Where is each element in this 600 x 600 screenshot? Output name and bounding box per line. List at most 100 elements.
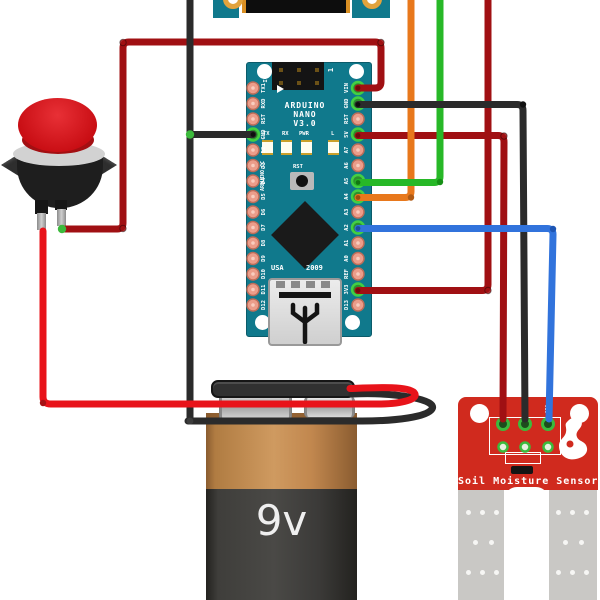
pin-label-A3: A3 [344, 209, 350, 216]
pushbutton-leg [57, 209, 66, 226]
pin-center [251, 272, 255, 276]
sparkfun-flame-icon [559, 417, 588, 460]
gold-hole-icon [223, 0, 243, 9]
pin-label-D9: D9 [261, 255, 267, 262]
sensor-pad[interactable] [542, 441, 554, 453]
rx-led [281, 140, 292, 155]
battery-body-lower [206, 489, 357, 600]
pin-label-RST: RST [344, 113, 350, 124]
pin-center [356, 117, 360, 121]
led-label-tx: TX [263, 131, 270, 137]
sensor-title: Soil Moisture Sensor [458, 476, 599, 487]
wire-5v-to-sensor-vcc[interactable] [354, 132, 508, 423]
top-module-right-tab [352, 0, 390, 18]
sensor-component [511, 466, 533, 474]
pin-center [251, 179, 255, 183]
pin-label-A2: A2 [344, 224, 350, 231]
mount-hole-icon [349, 64, 364, 79]
bend-dot [186, 417, 194, 425]
pin-label-D8: D8 [261, 240, 267, 247]
pin-label-GND: GND [261, 129, 267, 140]
wire-battery-negative[interactable] [184, 390, 436, 425]
l-led [328, 140, 339, 155]
pin-center [251, 101, 255, 106]
usb-connector [268, 278, 342, 346]
pin-label-RST: RST [261, 113, 267, 124]
pin-label-A5: A5 [344, 178, 350, 185]
pin-label-A7: A7 [344, 147, 350, 154]
led-label-pwr: PWR [299, 131, 309, 137]
rst-label: RST [293, 164, 303, 170]
pin-center [356, 256, 360, 261]
pin-label-D10: D10 [261, 269, 267, 279]
pin-center [251, 148, 255, 152]
sensor-pad[interactable] [519, 441, 531, 453]
pin-center [251, 256, 255, 261]
via-dot [488, 539, 494, 545]
usa-label: USA [271, 264, 284, 272]
reset-button[interactable] [290, 172, 314, 190]
pin-label-TX1: TX1 [261, 82, 267, 93]
pin-label-A1: A1 [344, 239, 350, 246]
wire-bend-dots [39, 38, 557, 425]
pin-center [356, 272, 360, 276]
pin-center [251, 303, 255, 307]
pin-label-D7: D7 [261, 224, 267, 231]
pin-center [251, 117, 255, 121]
usb-trident-icon [290, 302, 320, 344]
pin-center [356, 210, 360, 214]
battery-voltage-label: 9v [255, 496, 308, 545]
sensor-pad[interactable] [497, 441, 509, 453]
pin-center [356, 148, 360, 152]
via-dot [479, 569, 485, 575]
pin-label-REF: REF [344, 269, 350, 279]
pushbutton-cap[interactable] [18, 98, 97, 152]
pin-label-5V: 5V [344, 131, 350, 138]
pin-label-D3: D3 [261, 162, 267, 169]
pin-center [356, 303, 360, 307]
pin-label-RXD: RXD [261, 98, 267, 109]
pushbutton-leg [35, 200, 48, 214]
pin-label-D6: D6 [261, 208, 267, 215]
pin-label-D4: D4 [261, 177, 267, 184]
pin-label-A0: A0 [344, 255, 350, 262]
bend-dot [407, 194, 415, 201]
led-label-rx: RX [282, 131, 289, 137]
pin1-marker-icon [277, 85, 284, 93]
pushbutton-leg [37, 213, 46, 230]
mount-hole-icon [470, 404, 489, 423]
year-label: 2009 [306, 264, 323, 272]
tx-led [262, 140, 273, 155]
gold-hole-icon [362, 0, 382, 9]
pin-center [251, 287, 255, 292]
bend-dot [436, 178, 444, 186]
via-dot [569, 509, 575, 515]
mount-hole-icon [257, 64, 272, 79]
via-dot [555, 509, 561, 515]
via-dot [479, 509, 485, 515]
pin-center [251, 194, 255, 199]
via-dot [465, 509, 471, 515]
pin-label-3V3: 3V3 [344, 285, 350, 295]
sensor-prong [549, 490, 597, 600]
pin-label-D2: D2 [261, 147, 267, 154]
pin-center [251, 86, 255, 90]
junction-dot [185, 130, 195, 139]
via-dot [562, 539, 568, 545]
pin-center [356, 241, 360, 245]
wire-a4-to-top[interactable] [354, 0, 415, 201]
top-module-connector [242, 0, 350, 13]
via-dot [493, 569, 499, 575]
pin-label-D5: D5 [261, 193, 267, 200]
silkscreen-outline [505, 452, 541, 464]
pin-label-D13: D13 [344, 300, 350, 310]
bend-dot [549, 225, 557, 233]
via-dot [493, 509, 499, 515]
arduino-title: ARDUINO NANO V3.0 [284, 101, 326, 128]
pin-label-D12: D12 [261, 300, 267, 310]
bend-dot [519, 101, 527, 108]
mount-hole-icon [255, 315, 270, 330]
led-label-l: L [331, 131, 335, 137]
pin-center [251, 241, 255, 245]
